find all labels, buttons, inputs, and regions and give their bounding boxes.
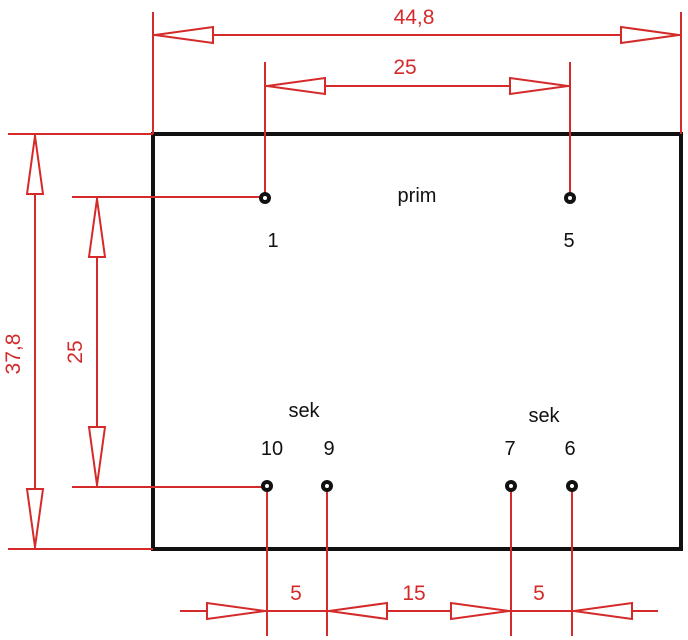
arrowhead-5-left: [206, 601, 266, 621]
pin-10-label: 10: [261, 438, 283, 460]
pin-hole: [265, 484, 269, 488]
arrowhead-left: [154, 25, 214, 45]
pin-hole: [568, 196, 572, 200]
pin-hole: [325, 484, 329, 488]
primary-spacing-value: 25: [393, 56, 416, 79]
pin-hole: [570, 484, 574, 488]
pin-hole: [263, 196, 267, 200]
arrowhead-15-right: [450, 601, 510, 621]
arrowhead-5b-right: [573, 601, 633, 621]
pin-6: [566, 480, 578, 492]
sec-middle-spacing-value: 15: [402, 582, 425, 605]
component-outline: [151, 132, 683, 551]
secondary-group-right-label: sek: [528, 405, 560, 427]
primary-group-label: prim: [398, 185, 437, 207]
pin-10: [261, 480, 273, 492]
pin-6-label: 6: [564, 438, 575, 460]
overall-height-dimension: 37,8: [2, 133, 153, 550]
pin-hole: [509, 484, 513, 488]
secondary-group-left-label: sek: [288, 400, 320, 422]
arrowhead-5-right: [328, 601, 388, 621]
pin-7: [505, 480, 517, 492]
arrowhead-bottom: [25, 488, 45, 548]
pins: [259, 192, 578, 492]
overall-width-dimension: 44,8: [152, 6, 682, 134]
pin-5-label: 5: [563, 230, 574, 252]
arrowhead-top: [87, 198, 107, 258]
pin-5: [564, 192, 576, 204]
arrowhead-left: [266, 76, 326, 96]
arrowhead-right: [620, 25, 680, 45]
overall-height-value: 37,8: [2, 334, 25, 375]
sec-right-spacing-value: 5: [533, 582, 545, 605]
pin-9-label: 9: [323, 438, 334, 460]
arrowhead-bottom: [87, 426, 107, 486]
overall-width-value: 44,8: [394, 6, 435, 29]
arrowhead-top: [25, 135, 45, 195]
primary-spacing-dimension: 25: [264, 56, 571, 198]
pin-1: [259, 192, 271, 204]
sec-left-spacing-value: 5: [290, 582, 302, 605]
row-spacing-dimension: 25: [64, 196, 267, 488]
arrowhead-right: [509, 76, 569, 96]
row-spacing-value: 25: [64, 340, 87, 363]
pin-7-label: 7: [504, 438, 515, 460]
secondary-spacing-dimensions: 5 15 5: [180, 487, 658, 636]
pin-9: [321, 480, 333, 492]
pin-1-label: 1: [267, 230, 278, 252]
